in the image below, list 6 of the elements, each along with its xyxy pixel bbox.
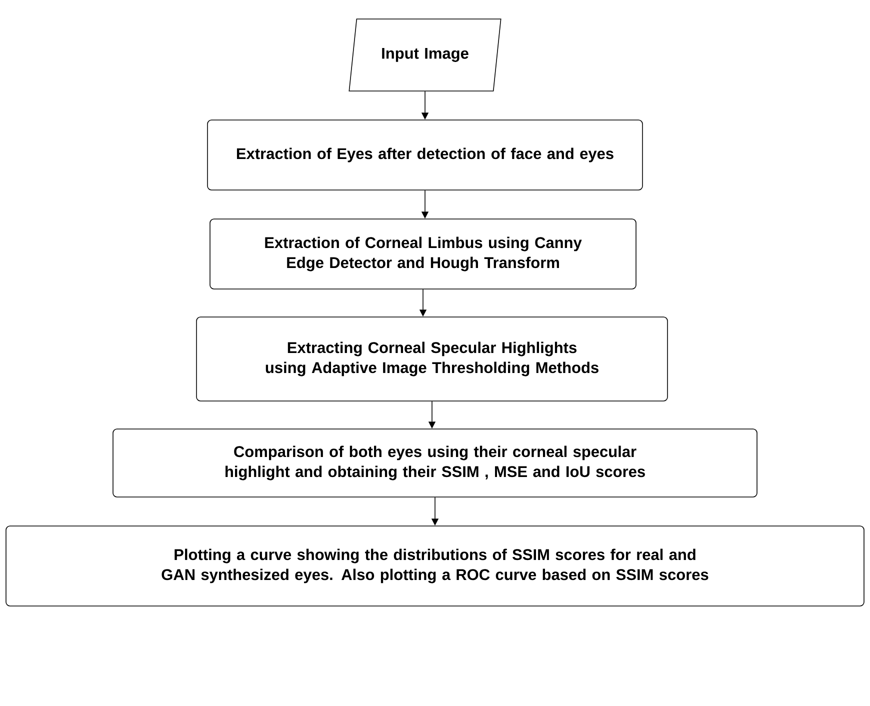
process-box: Extraction of Eyes after detection of face and eyes	[207, 120, 643, 190]
input-parallelogram: Input Image	[348, 18, 502, 92]
process-box: Comparison of both eyes using their corneal specular highlight and obtaining their SSIM , MSE and IoU scores	[112, 428, 758, 498]
process-box: Extracting Corneal Specular Highlights using Adaptive Image Thresholding Methods	[196, 316, 668, 402]
process-box: Plotting a curve showing the distributions of SSIM scores for real and GAN synthesized eyes. Also plotting a ROC curve based on SSIM scores	[6, 526, 864, 606]
process-box: Extraction of Corneal Limbus using Canny Edge Detector and Hough Transform	[210, 218, 636, 290]
